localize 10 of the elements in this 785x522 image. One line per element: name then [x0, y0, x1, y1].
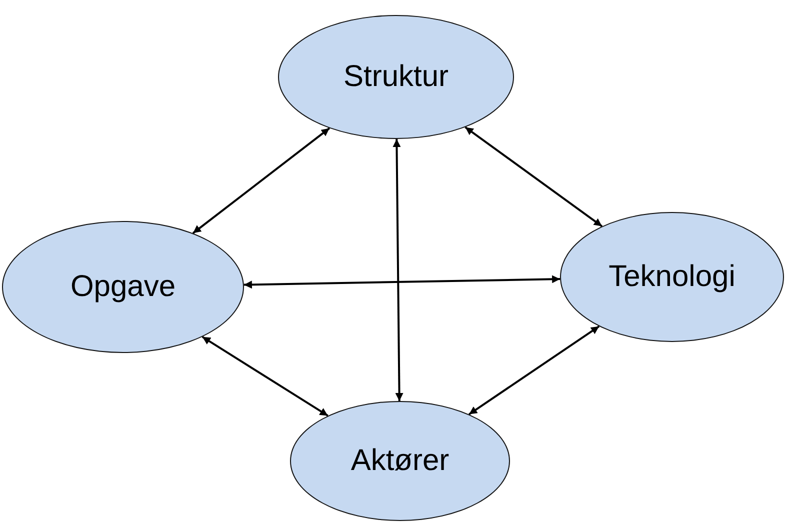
double-arrow	[202, 336, 328, 417]
double-arrow	[464, 126, 603, 228]
double-arrow	[468, 326, 600, 416]
node-label: Struktur	[343, 60, 449, 94]
double-arrow	[244, 275, 560, 289]
node-label: Opgave	[70, 270, 176, 304]
node-label: Aktører	[350, 444, 450, 478]
double-arrow	[192, 127, 330, 234]
double-arrow	[392, 138, 404, 402]
node-label: Teknologi	[608, 260, 736, 294]
